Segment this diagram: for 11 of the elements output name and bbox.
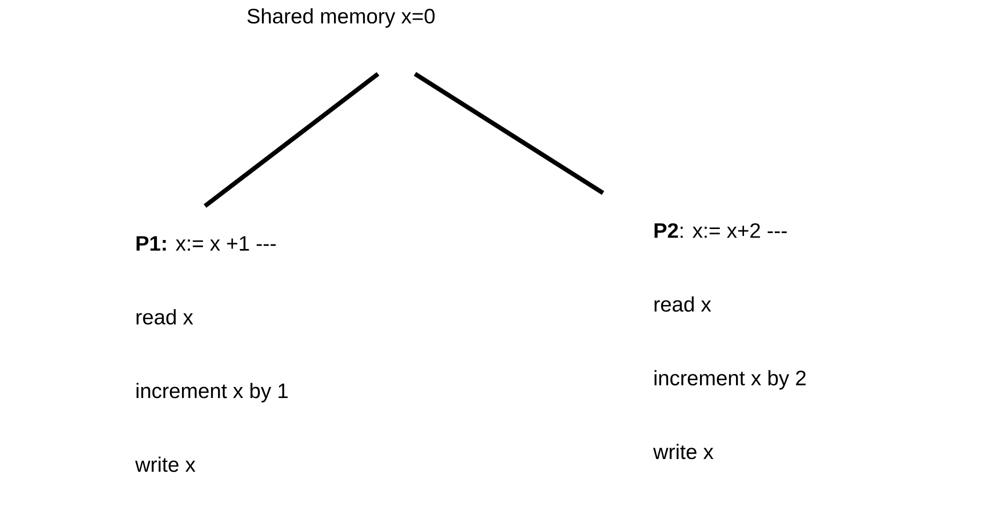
code-line: read x [654,296,712,312]
code-line: increment x by 1 [136,382,288,402]
code-line: read x [136,309,194,325]
title-text: Shared memory x=0 [247,8,435,28]
code-line: write x [135,456,196,472]
connector-line [204,72,380,208]
code-line: P2: x:= x+2 --- [654,223,787,238]
code-line: increment x by 2 [654,370,806,390]
code-line: write x [653,444,714,460]
code-line: P1: x:= x +1 --- [136,236,276,251]
connector-line [414,72,604,195]
